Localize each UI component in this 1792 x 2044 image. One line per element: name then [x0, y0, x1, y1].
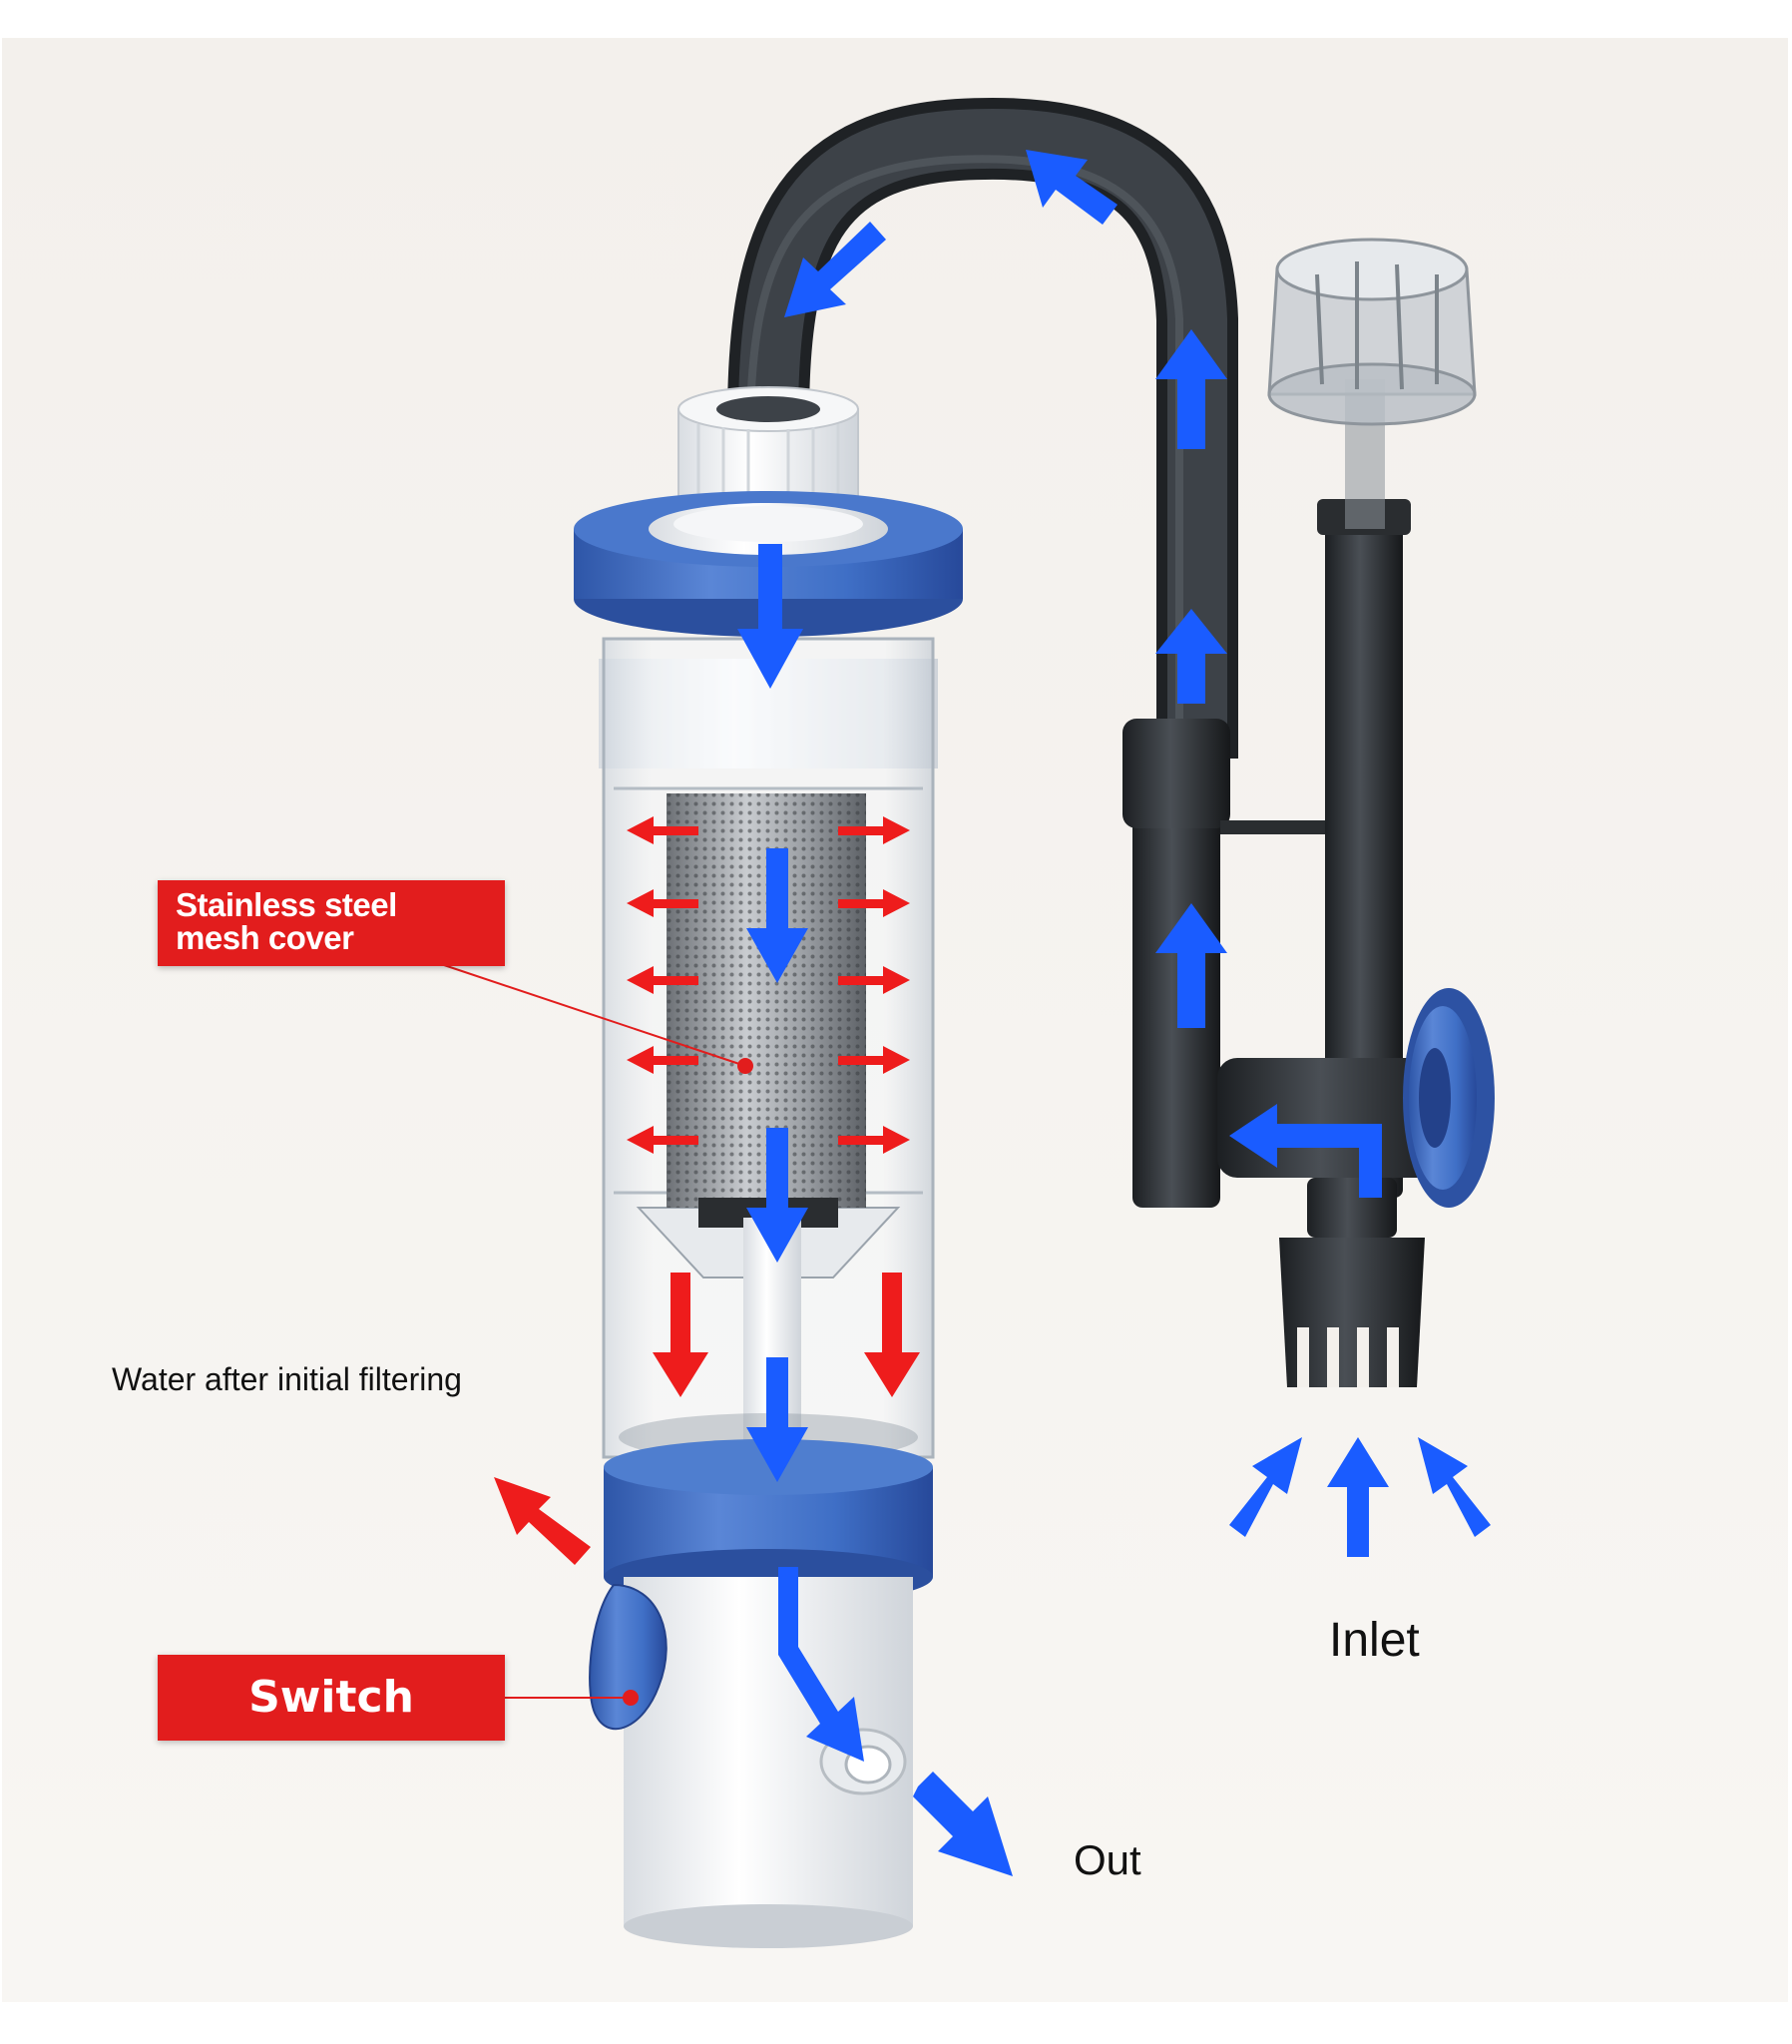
- leader-lines: [443, 964, 753, 1706]
- flow-arrow-icon: [627, 816, 698, 1154]
- return-hose: [727, 98, 1238, 759]
- switch-label: Switch: [158, 1655, 505, 1741]
- blue-flow-arrows: [737, 150, 1491, 1876]
- mesh-label-line2: mesh cover: [176, 919, 354, 956]
- mesh-cover-label: Stainless steel mesh cover: [158, 880, 505, 966]
- pump-inlet-icon: [1122, 238, 1495, 1387]
- out-label: Out: [1074, 1836, 1141, 1883]
- switch-knob: [589, 1583, 668, 1731]
- switch-label-text: Switch: [248, 1672, 414, 1723]
- inlet-label: Inlet: [1329, 1614, 1420, 1667]
- mesh-label-line1: Stainless steel: [176, 886, 397, 923]
- red-flow-arrows: [494, 816, 920, 1565]
- water-after-filtering-label: Water after initial filtering: [112, 1361, 462, 1397]
